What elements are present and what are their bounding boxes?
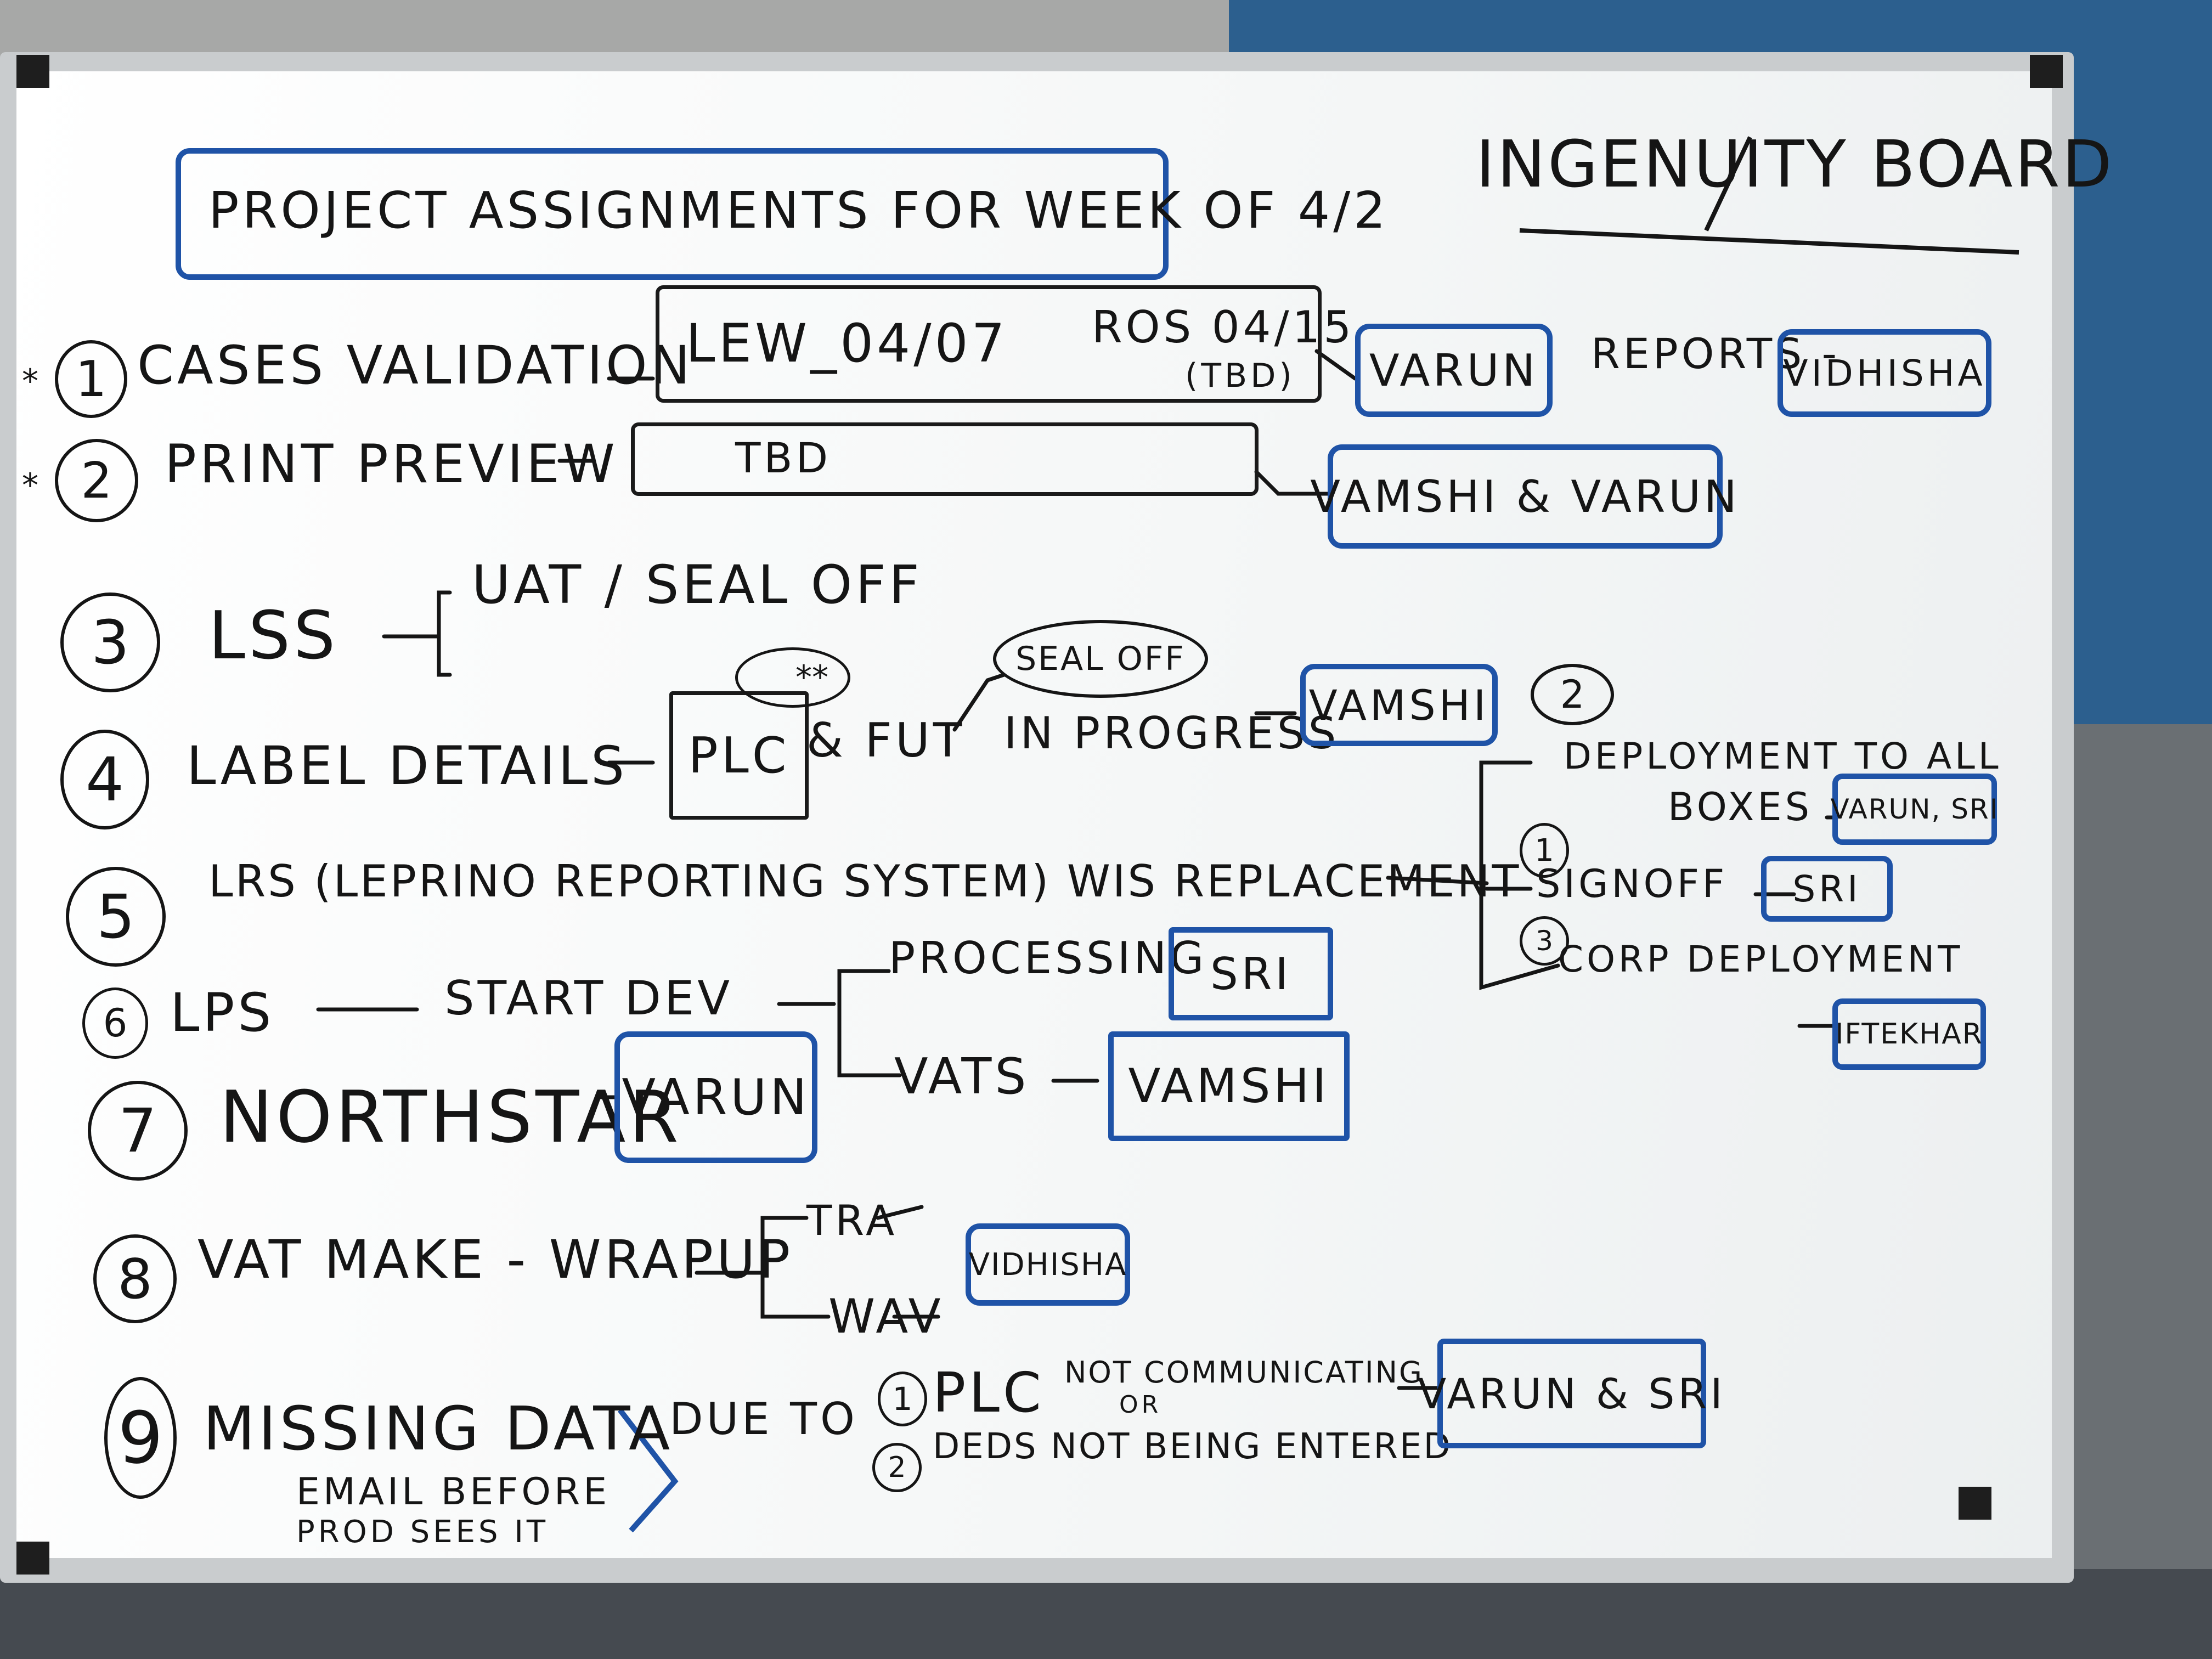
item-2-asterisk: *	[22, 466, 42, 505]
item-4-stars: **	[795, 658, 828, 697]
item-4-circled-number: 2	[1531, 664, 1614, 725]
item-2-owner-box: VAMSHI & VARUN	[1310, 444, 1737, 549]
item-2-owner: VAMSHI & VARUN	[1310, 471, 1740, 522]
item-5-number: 5	[66, 867, 166, 967]
frame-corner-top-right	[2030, 55, 2063, 88]
item-9-reason-2-number: 2	[872, 1443, 922, 1492]
item-2-detail: TBD	[735, 433, 832, 482]
lrs-step-corp-number: 3	[1520, 916, 1569, 966]
item-6-number: 6	[82, 988, 148, 1059]
item-1-asterisk: *	[22, 362, 42, 400]
item-9-reason-1-number: 1	[878, 1372, 927, 1426]
item-1-number: 1	[55, 340, 127, 418]
wall-left	[0, 0, 1234, 60]
item-4-status: IN PROGRESS	[1004, 708, 1340, 759]
frame-corner-bottom-right	[1959, 1487, 1991, 1520]
item-6-sub-vats: VATS	[894, 1048, 1030, 1105]
item-2-label: PRINT PREVIEW	[165, 433, 618, 495]
lrs-step-corp-owner-box: IFTEKHAR	[1832, 998, 1986, 1070]
item-9-or: OR	[1119, 1391, 1162, 1419]
item-8-sub-tra: TRA	[806, 1196, 898, 1245]
item-4-seal-circle: SEAL OFF	[993, 620, 1208, 698]
item-1-label: CASES VALIDATION	[137, 335, 693, 396]
lrs-step-signoff-owner-box: SRI	[1761, 856, 1893, 922]
item-9-note-b: PROD SEES IT	[296, 1514, 549, 1550]
item-2-detail-box	[631, 422, 1259, 496]
item-8-number: 8	[93, 1234, 177, 1323]
lrs-step-signoff-owner: SRI	[1792, 867, 1861, 910]
frame-corner-top-left	[16, 55, 49, 88]
item-9-owner: VARUN & SRI	[1418, 1369, 1726, 1418]
item-1-detail-b: ROS 04/15	[1092, 302, 1355, 353]
item-4-owner-box: VAMSHI	[1300, 664, 1498, 746]
item-8-label: VAT MAKE - WRAPUP	[198, 1229, 794, 1290]
item-1-extra-label: REPORTS -	[1591, 329, 1841, 378]
item-6-detail: START DEV	[444, 971, 733, 1026]
item-4-after: & FUT	[806, 713, 966, 768]
lrs-step-corp-owner: IFTEKHAR	[1835, 1018, 1983, 1051]
lrs-step-deploy-owner: VARUN, SRI	[1830, 793, 1999, 825]
item-7-owner: VARUN	[622, 1068, 810, 1126]
item-8-sub-wav: WAV	[828, 1289, 944, 1344]
item-4-stars-circle: **	[735, 647, 850, 708]
lrs-step-signoff-label: SIGNOFF	[1536, 861, 1728, 906]
item-4-plc-box: PLC	[669, 691, 809, 820]
lrs-step-corp-label: CORP DEPLOYMENT	[1558, 938, 1963, 980]
lrs-step-deploy-label-b: BOXES	[1668, 785, 1813, 830]
item-1-detail-a: LEW_04/07	[686, 313, 1008, 374]
heading-text: PROJECT ASSIGNMENTS FOR WEEK OF 4/2	[208, 181, 1389, 240]
item-1-owner-box: VARUN	[1355, 324, 1553, 417]
item-6-sub-processing: PROCESSING	[889, 933, 1207, 984]
item-2-number: 2	[55, 439, 138, 522]
item-1-owner: VARUN	[1369, 345, 1539, 396]
item-4-label: LABEL DETAILS	[187, 735, 628, 797]
lrs-step-deploy-owner-box: VARUN, SRI	[1830, 774, 1999, 845]
item-9-number: 9	[104, 1377, 177, 1499]
item-9-reason-2: DEDS NOT BEING ENTERED	[933, 1426, 1452, 1467]
whiteboard-surface	[16, 71, 2052, 1558]
item-7-label: NORTHSTAR	[219, 1075, 682, 1159]
floor	[0, 1569, 2212, 1659]
item-6-sub-processing-owner: SRI	[1210, 948, 1291, 1000]
item-6-sub-vats-owner: VAMSHI	[1128, 1059, 1330, 1114]
item-1-detail-c: (TBD)	[1185, 357, 1295, 395]
item-9-due: DUE TO	[669, 1393, 858, 1444]
heading-box	[176, 148, 1169, 280]
item-9-reason-1-text: NOT COMMUNICATING	[1064, 1355, 1424, 1390]
item-7-owner-box: VARUN	[614, 1031, 817, 1163]
item-6-sub-processing-owner-box: SRI	[1169, 927, 1333, 1020]
item-5-label: LRS (LEPRINO REPORTING SYSTEM) WIS REPLA…	[208, 856, 1521, 907]
frame-corner-bottom-left	[16, 1542, 49, 1575]
item-3-number: 3	[60, 592, 160, 692]
item-9-label: MISSING DATA	[203, 1393, 674, 1464]
item-9-owner-box: VARUN & SRI	[1418, 1339, 1723, 1448]
item-8-owner: VIDHISHA	[968, 1246, 1127, 1283]
item-1-extra-owner: VIDHISHA	[1783, 352, 1986, 394]
item-7-number: 7	[88, 1081, 188, 1181]
item-6-sub-vats-owner-box: VAMSHI	[1108, 1031, 1350, 1141]
item-3-detail: UAT / SEAL OFF	[472, 554, 923, 616]
item-6-label: LPS	[170, 982, 275, 1043]
item-9-reason-1-plc: PLC	[933, 1361, 1045, 1425]
item-4-plc: PLC	[688, 726, 790, 785]
lrs-step-deploy-label: DEPLOYMENT TO ALL	[1564, 735, 2002, 777]
item-9-note-a: EMAIL BEFORE	[296, 1470, 611, 1514]
item-4-number: 4	[60, 730, 149, 830]
board-title: INGENUITY BOARD	[1476, 126, 2114, 202]
item-3-label: LSS	[208, 598, 339, 674]
item-4-owner: VAMSHI	[1308, 680, 1489, 730]
lrs-step-signoff-number: 1	[1520, 823, 1569, 878]
item-4-seal: SEAL OFF	[1015, 640, 1186, 678]
item-1-detail-box	[656, 285, 1322, 403]
item-8-owner-box: VIDHISHA	[966, 1223, 1130, 1306]
item-1-extra-owner-box: VIDHISHA	[1778, 329, 1991, 417]
